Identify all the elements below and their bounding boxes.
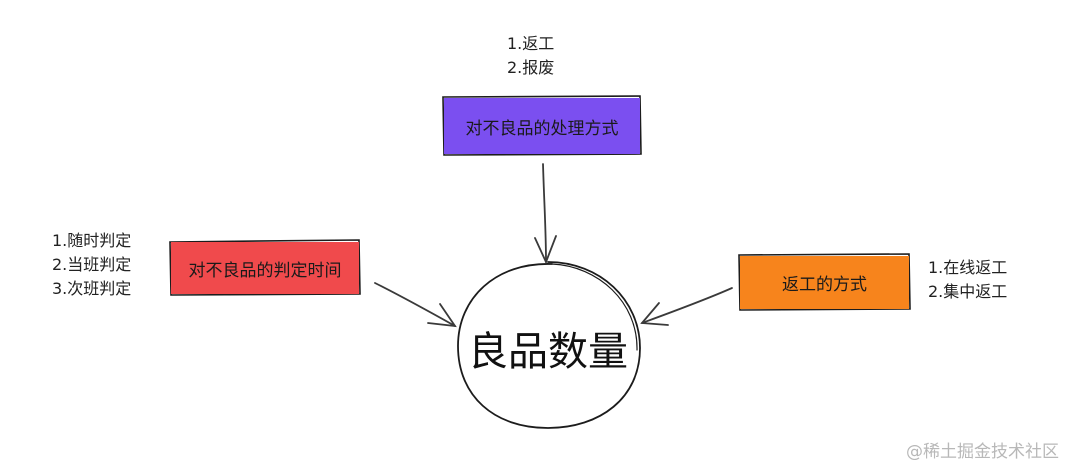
- left-box-label: 对不良品的判定时间: [188, 260, 342, 281]
- left-note-2: 2.当班判定: [52, 255, 132, 274]
- center-label: 良品数量: [468, 329, 628, 375]
- left-box-judgment-time: 对不良品的判定时间: [171, 242, 359, 294]
- top-box-label: 对不良品的处理方式: [465, 118, 619, 139]
- right-note-2: 2.集中返工: [928, 282, 1008, 301]
- left-box-notes: 1.随时判定 2.当班判定 3.次班判定: [52, 229, 131, 301]
- left-note-3: 3.次班判定: [52, 279, 132, 298]
- top-note-1: 1.返工: [507, 34, 555, 53]
- arrow-right: [640, 287, 733, 326]
- watermark: @稀土掘金技术社区: [906, 442, 1059, 462]
- arrow-top: [534, 163, 557, 265]
- top-box-handling-method: 对不良品的处理方式: [444, 98, 640, 154]
- arrow-left: [374, 282, 457, 328]
- top-note-2: 2.报废: [507, 58, 555, 77]
- top-box-notes: 1.返工 2.报废: [507, 32, 554, 80]
- box-outlines: [169, 95, 911, 311]
- right-note-1: 1.在线返工: [928, 258, 1008, 277]
- right-box-rework-method: 返工的方式: [740, 256, 909, 309]
- center-circle: [457, 261, 641, 429]
- right-box-notes: 1.在线返工 2.集中返工: [928, 256, 1007, 304]
- right-box-label: 返工的方式: [782, 275, 867, 295]
- left-note-1: 1.随时判定: [52, 231, 132, 250]
